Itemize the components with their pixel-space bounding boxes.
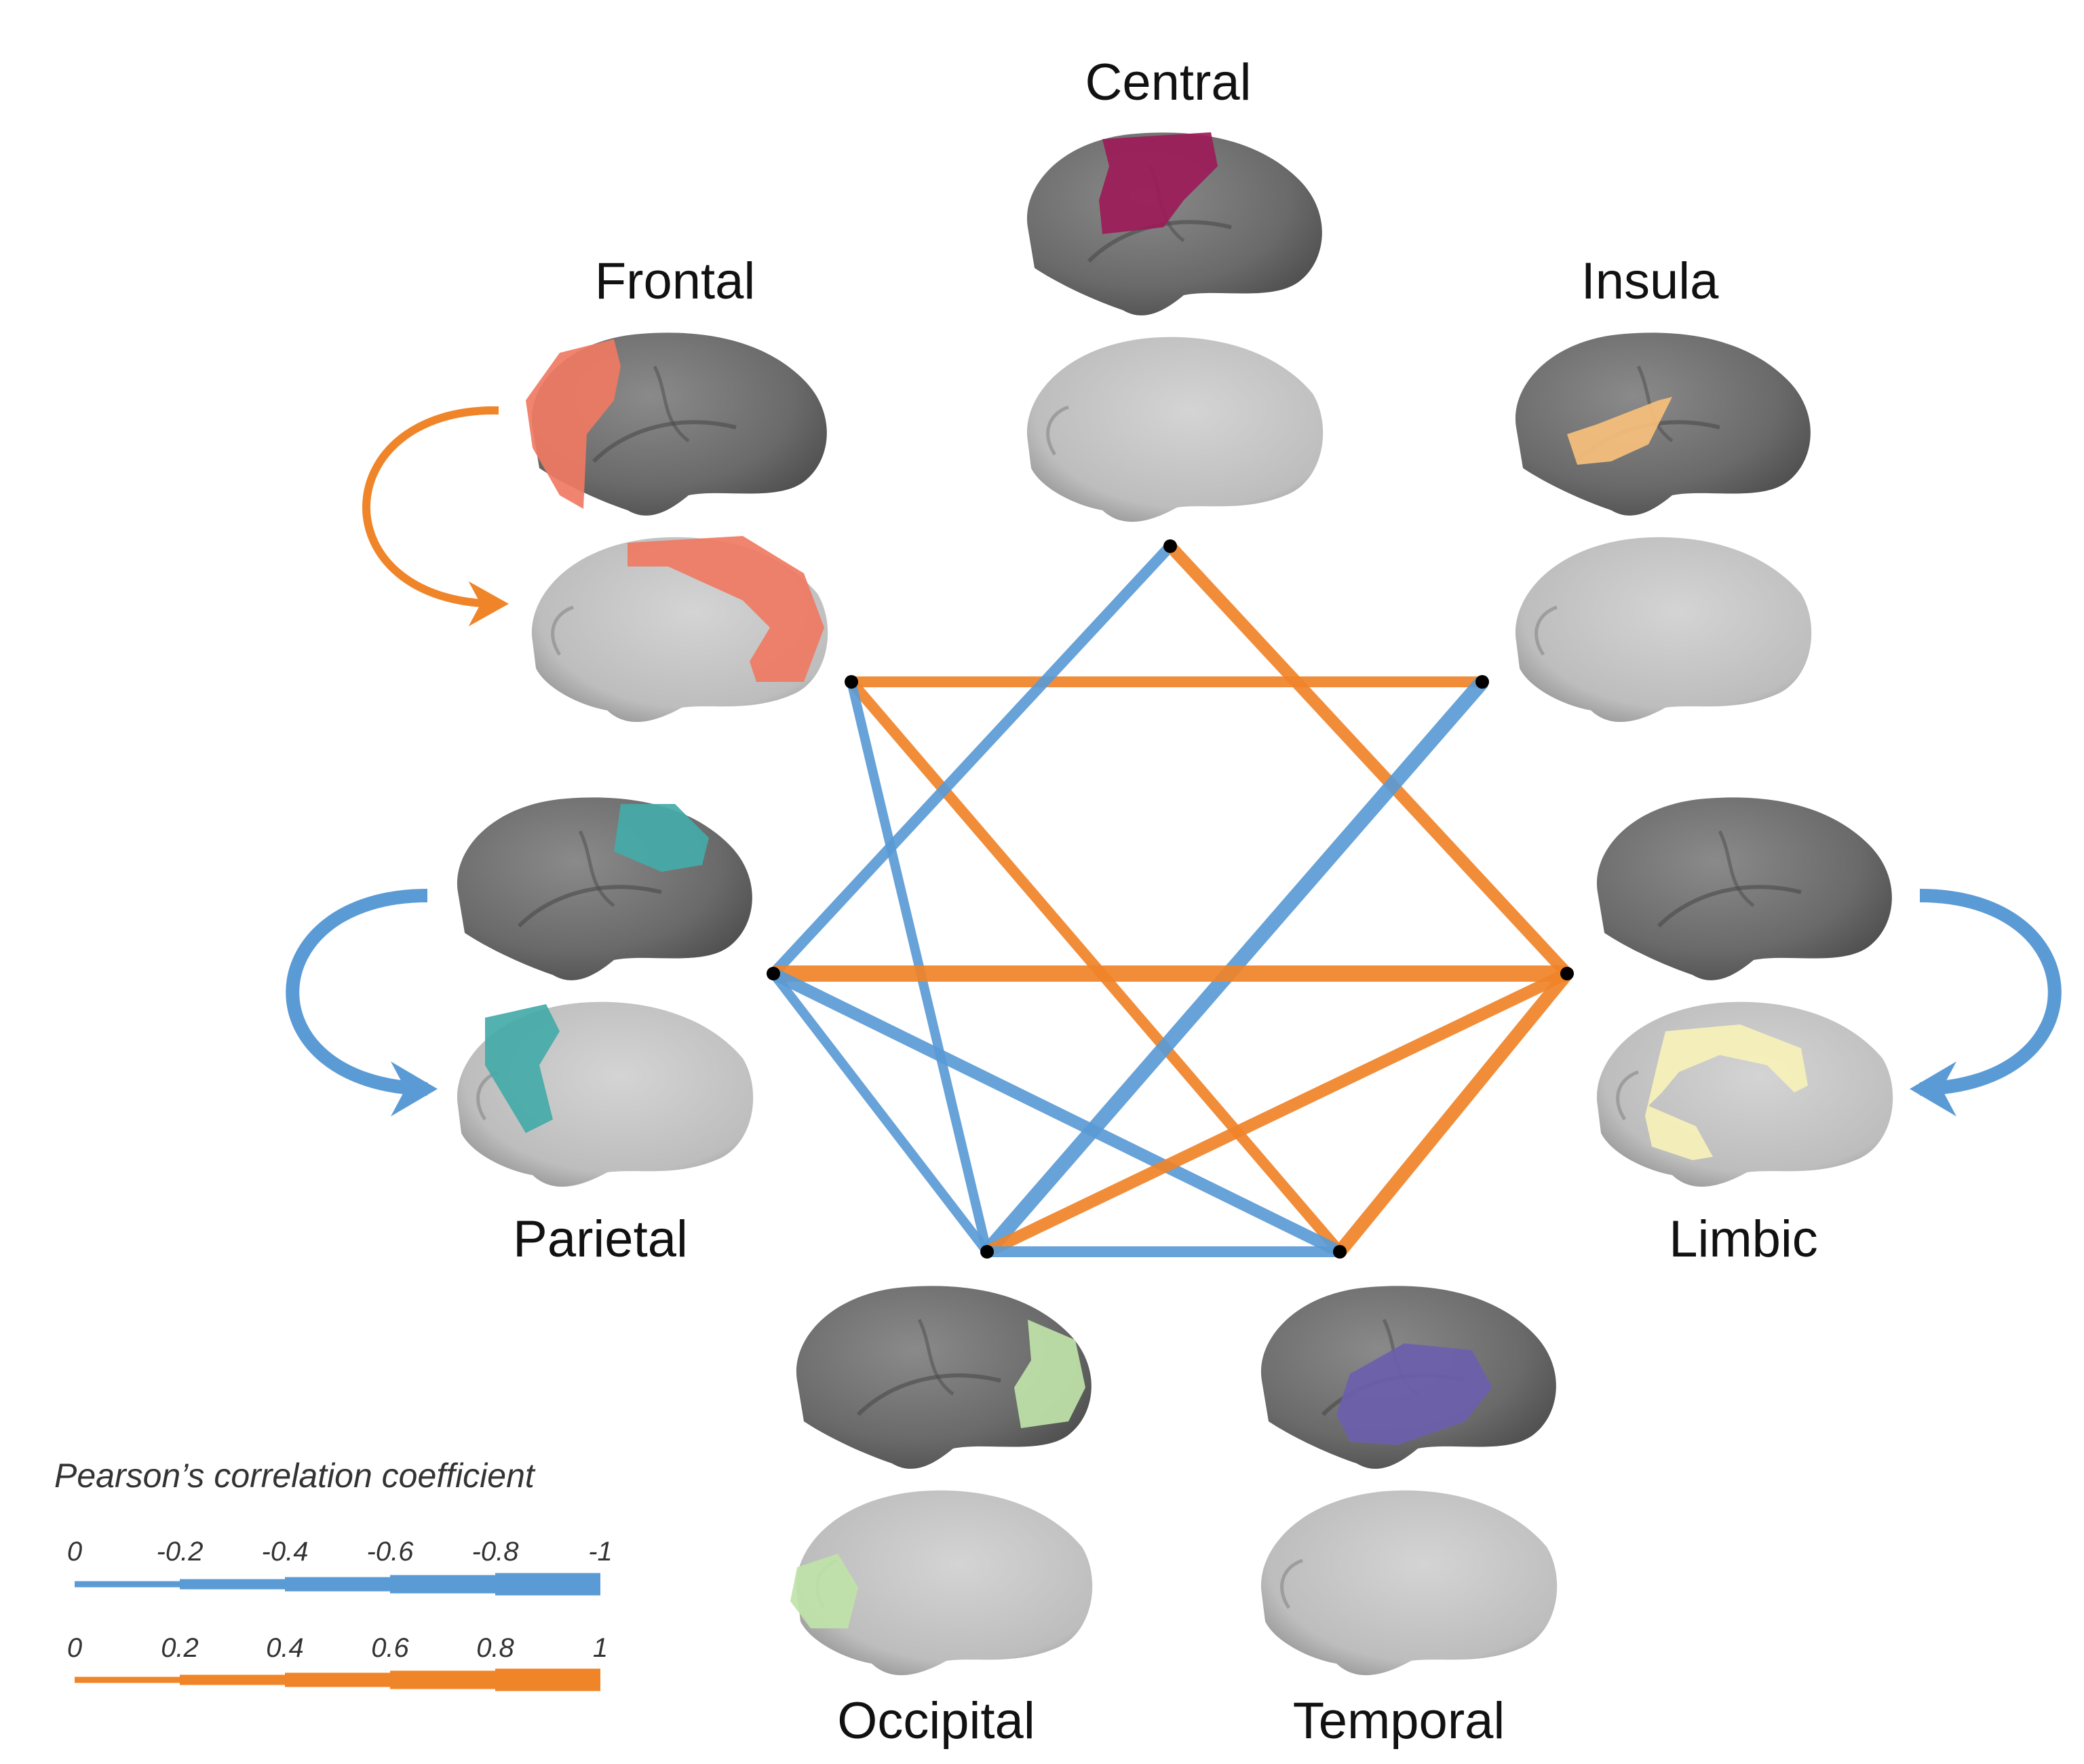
brain-central-lateral: [1026, 132, 1322, 315]
brain-limbic-lateral: [1596, 797, 1892, 980]
node-frontal: [845, 675, 858, 689]
node-limbic: [1560, 967, 1574, 980]
self-connection-arrows: [286, 406, 2062, 1117]
brain-frontal: [526, 332, 828, 723]
connection-nodes: [767, 539, 1574, 1259]
brain-central: [1026, 132, 1324, 522]
legend-neg-tick: -0.6: [367, 1537, 414, 1567]
legend-pos-tick: 0.2: [161, 1633, 199, 1663]
self-loop-limbic: [1919, 889, 2062, 1096]
legend-positive-scale: 0 0.2 0.4 0.6 0.8 1: [67, 1633, 608, 1663]
legend-neg-tick: -0.8: [472, 1537, 520, 1567]
region-patch-frontal: [628, 536, 824, 682]
legend-pos-tick: 0.4: [266, 1633, 304, 1663]
self-loop-arrowhead-parietal: [391, 1061, 438, 1117]
node-central: [1163, 539, 1177, 553]
region-patch-occipital: [1014, 1320, 1085, 1428]
connection-parietal-temporal: [771, 967, 1343, 1258]
label-central: Central: [1085, 54, 1252, 111]
brain-frontal-medial: [531, 536, 828, 723]
region-patch-limbic: [1645, 1024, 1808, 1160]
connection-limbic-occipital: [984, 967, 1570, 1258]
connection-central-limbic: [1165, 541, 1572, 978]
region-patch-central: [1099, 132, 1218, 234]
connection-parietal-occipital: [769, 970, 991, 1255]
region-patch-parietal: [485, 1004, 560, 1133]
legend-neg-tick: -1: [588, 1537, 613, 1567]
legend-pos-tick: 0.8: [476, 1633, 514, 1663]
legend-pos-tick: 0: [67, 1633, 82, 1663]
legend-neg-tick: -0.4: [262, 1537, 309, 1567]
label-insula: Insula: [1581, 252, 1720, 310]
legend-pos-tick: 1: [593, 1633, 608, 1663]
self-loop-arrowhead-frontal: [468, 581, 509, 627]
region-patch-occipital: [790, 1554, 858, 1628]
region-patch-temporal: [1336, 1343, 1492, 1445]
node-occipital: [980, 1245, 994, 1259]
self-loop-arrowhead-limbic: [1910, 1061, 1956, 1117]
legend-title: Pearson’s correlation coefficient: [54, 1457, 536, 1495]
region-patch-insula: [1567, 397, 1672, 465]
connection-lines: [769, 541, 1572, 1258]
brain-insula-medial: [1515, 537, 1812, 723]
legend-neg-tick: 0: [67, 1537, 82, 1567]
node-temporal: [1333, 1245, 1347, 1259]
brain-insula-lateral: [1515, 332, 1811, 516]
brain-illustrations: [457, 132, 1893, 1676]
region-labels: Central Insula Limbic Temporal Occipital…: [513, 54, 1818, 1750]
correlation-legend: Pearson’s correlation coefficient 0 -0.2…: [54, 1457, 613, 1691]
brain-limbic-medial: [1596, 1001, 1893, 1187]
connection-limbic-temporal: [1334, 969, 1572, 1257]
label-frontal: Frontal: [595, 252, 756, 310]
brain-occipital-lateral: [796, 1286, 1092, 1469]
label-limbic: Limbic: [1669, 1210, 1818, 1268]
brain-limbic: [1596, 797, 1893, 1187]
connection-central-parietal: [769, 542, 1174, 978]
label-parietal: Parietal: [513, 1210, 688, 1268]
node-insula: [1475, 675, 1489, 689]
legend-negative-scale: 0 -0.2 -0.4 -0.6 -0.8 -1: [67, 1537, 613, 1567]
legend-pos-tick: 0.6: [371, 1633, 409, 1663]
self-loop-parietal: [286, 889, 428, 1096]
brain-parietal: [457, 797, 754, 1187]
brain-temporal-medial: [1260, 1490, 1558, 1676]
brain-parietal-lateral: [457, 797, 752, 980]
self-loop-frontal: [362, 406, 499, 608]
brain-parietal-medial: [457, 1001, 754, 1187]
label-temporal: Temporal: [1293, 1692, 1505, 1750]
brain-occipital: [790, 1286, 1093, 1676]
label-occipital: Occipital: [837, 1692, 1035, 1750]
region-patch-parietal: [614, 804, 709, 872]
brain-frontal-lateral: [526, 332, 827, 516]
legend-neg-tick: -0.2: [157, 1537, 204, 1567]
brain-temporal: [1260, 1286, 1558, 1676]
legend-line-widths: [75, 1573, 600, 1691]
brain-insula: [1515, 332, 1812, 723]
node-parietal: [767, 967, 780, 980]
region-patch-frontal: [526, 339, 621, 509]
brain-central-medial: [1026, 337, 1324, 522]
brain-occipital-medial: [790, 1490, 1093, 1676]
brain-temporal-lateral: [1260, 1286, 1556, 1469]
